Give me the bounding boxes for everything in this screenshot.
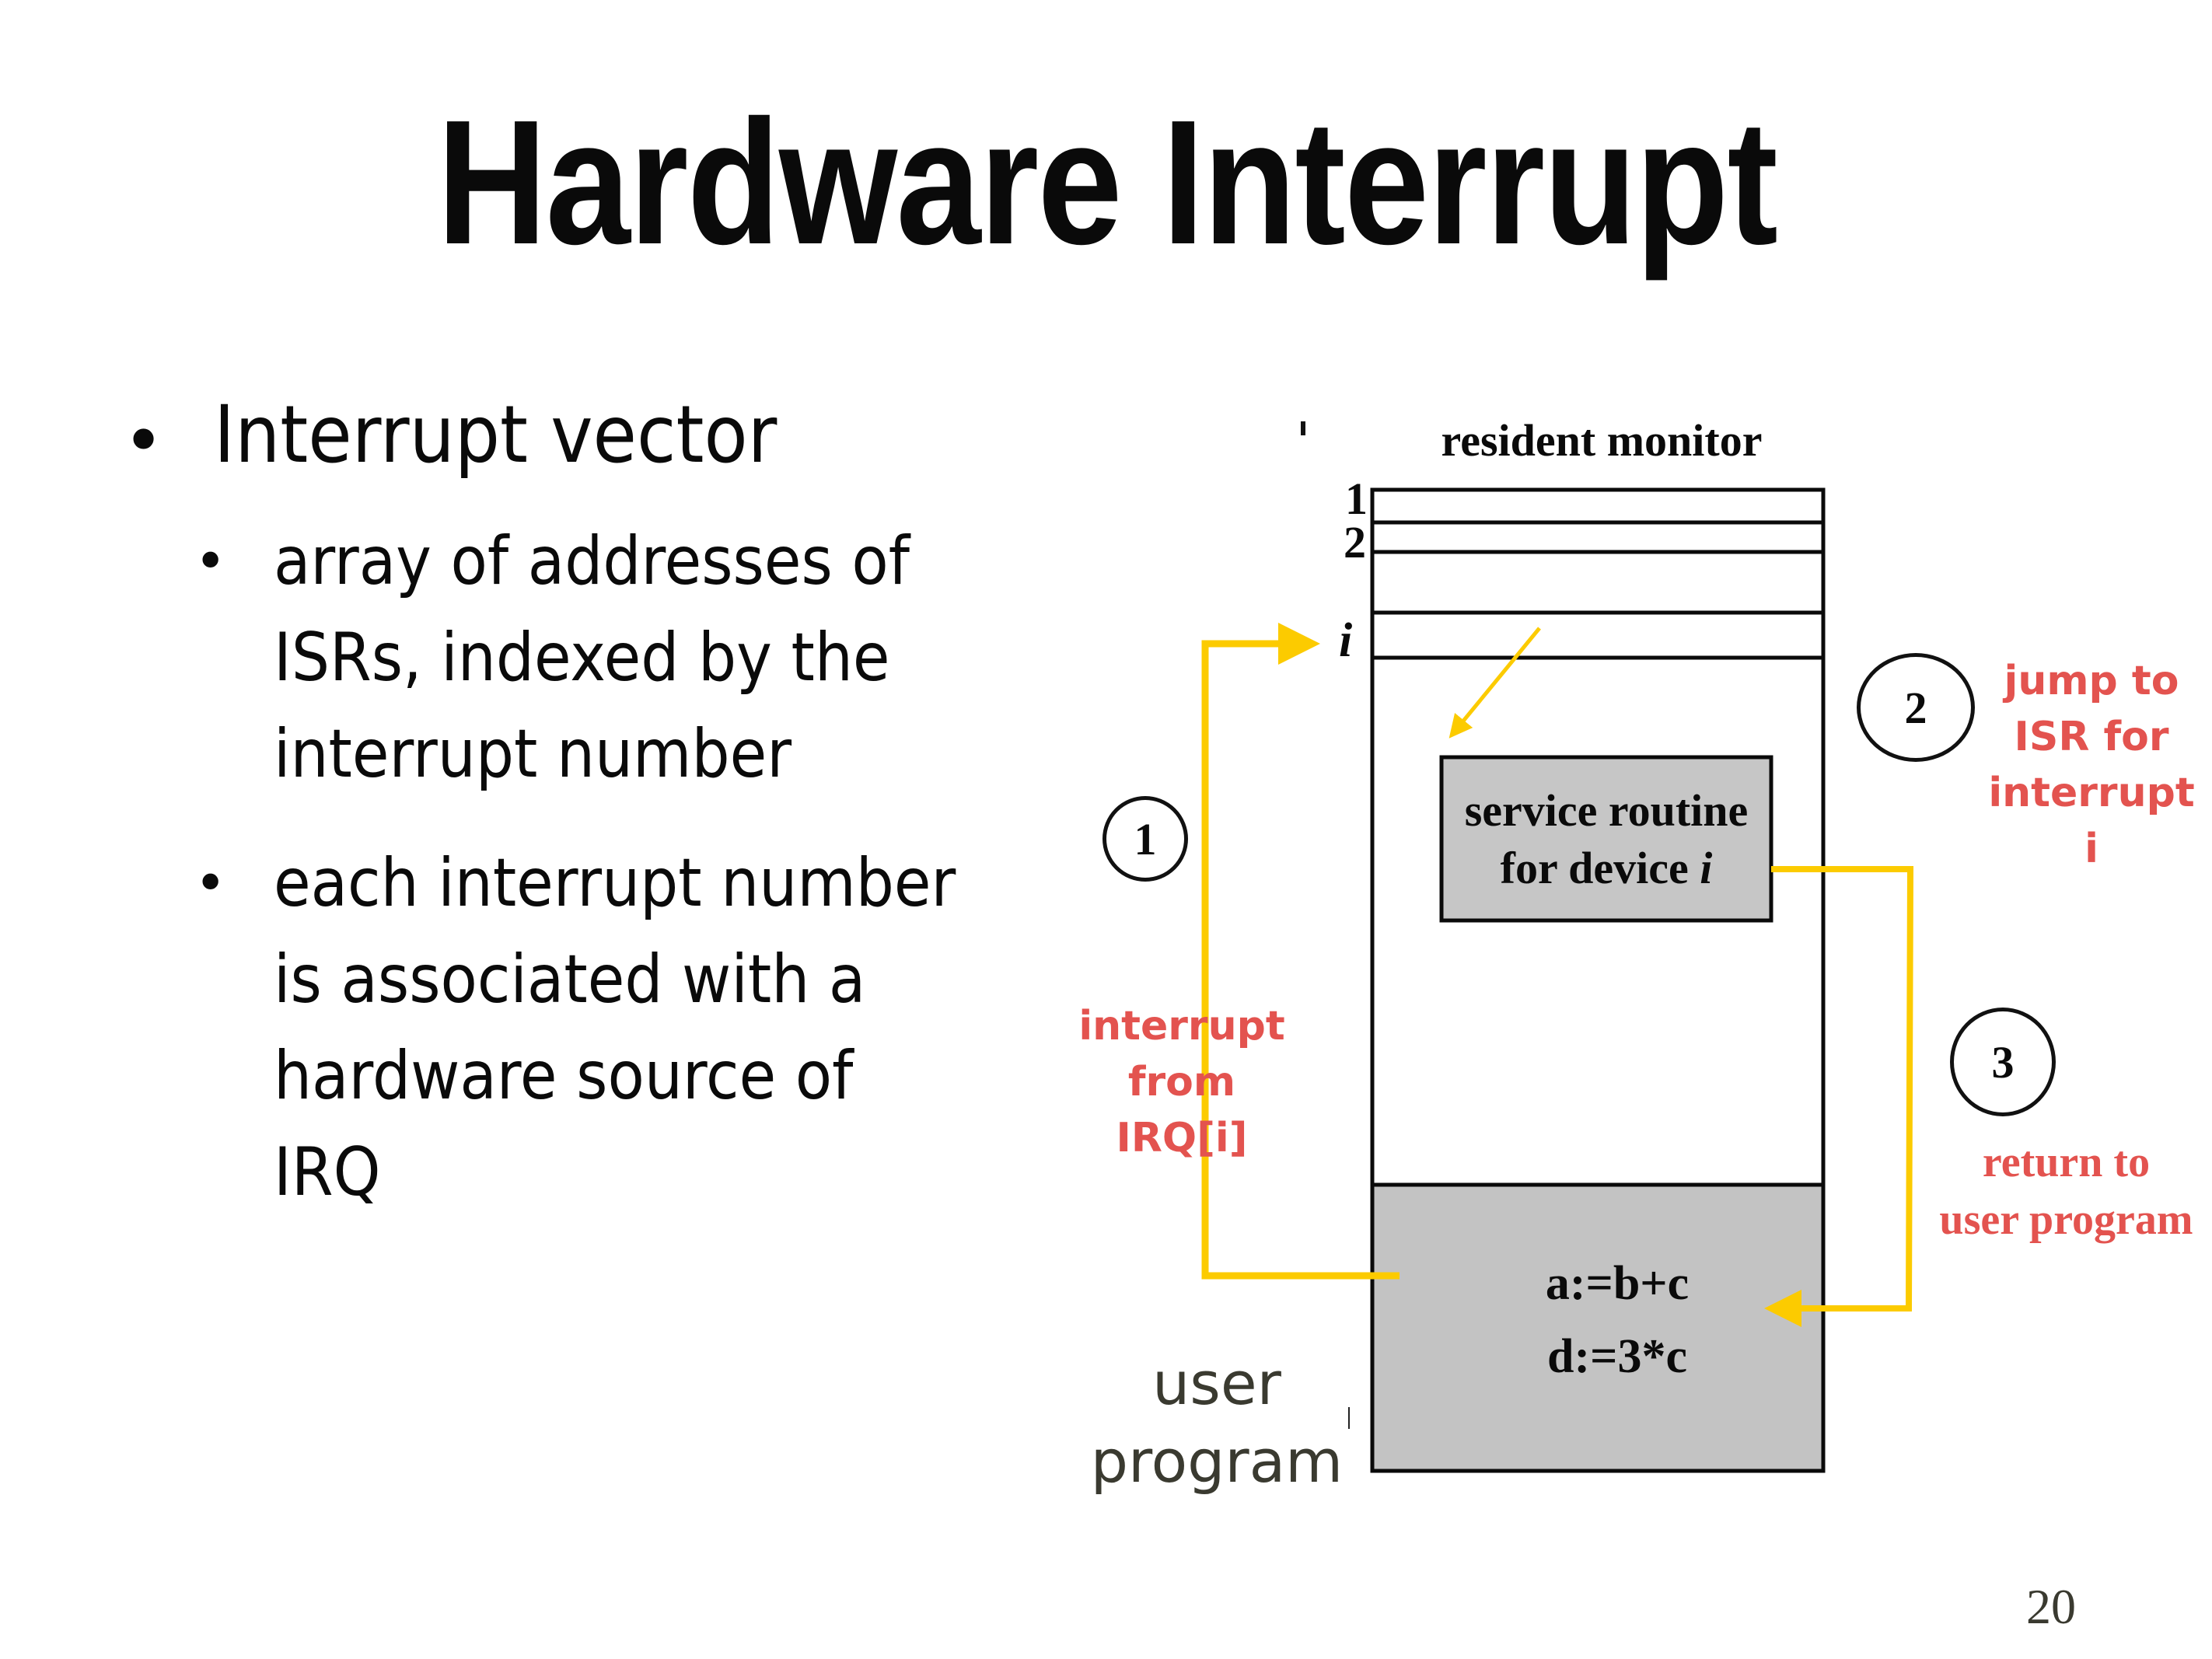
service-routine-line: service routine <box>1464 785 1749 836</box>
jump-to-isr-arrow <box>1448 627 1541 739</box>
bullet-level2: • array of addresses of ISRs, indexed by… <box>117 513 1050 802</box>
caption-line: from <box>1127 1059 1236 1105</box>
vector-index-label: 2 <box>1344 517 1366 568</box>
bullet-dot-icon: • <box>123 400 165 482</box>
resident-monitor-label: resident monitor <box>1441 415 1763 466</box>
code-line: a:=b+c <box>1545 1257 1690 1310</box>
caption-line: interrupt i <box>1988 770 2195 872</box>
bullet-line: IRQ <box>274 1133 381 1211</box>
user-program-line: program <box>1090 1427 1344 1496</box>
code-block: a:=b+c d:=3*c <box>1462 1247 1773 1393</box>
step-3-caption: return to user program <box>1920 1133 2212 1249</box>
caption-line: user program <box>1939 1196 2193 1244</box>
caption-line: interrupt <box>1078 1003 1285 1050</box>
caption-line: IRQ[i] <box>1116 1115 1248 1161</box>
user-program-line: user <box>1152 1349 1281 1418</box>
step-2-badge: 2 <box>1857 653 1975 762</box>
bullet-line: is associated with a <box>274 941 866 1018</box>
page-number: 20 <box>2026 1579 2076 1634</box>
step-3-badge: 3 <box>1950 1008 2056 1116</box>
service-routine-box <box>1439 755 1773 923</box>
bullet-list: • Interrupt vector • array of addresses … <box>117 389 1050 1253</box>
bullet-line: hardware source of <box>274 1037 854 1115</box>
vector-index-label: 1 <box>1345 473 1368 524</box>
slide-title: Hardware Interrupt <box>436 84 1778 281</box>
return-arrow-path <box>1764 866 1914 1327</box>
step-1-caption: interrupt from IRQ[i] <box>1073 998 1291 1166</box>
interrupt-arrow-path <box>1201 623 1400 1280</box>
bullet-text: Interrupt vector <box>214 389 778 481</box>
bullet-level2: • each interrupt number is associated wi… <box>117 835 1050 1221</box>
vector-index-label: i <box>1339 614 1353 667</box>
service-routine-line: for device i <box>1441 840 1771 897</box>
caption-line: return to <box>1982 1138 2151 1186</box>
step-1-badge: 1 <box>1103 796 1188 882</box>
caption-line: ISR for <box>2014 714 2169 760</box>
service-routine-text: for device <box>1500 843 1700 893</box>
bullet-line: interrupt number <box>274 715 792 793</box>
bullet-line: ISRs, indexed by the <box>274 619 890 697</box>
user-program-label: user program <box>1085 1345 1349 1500</box>
bullet-line: array of addresses of <box>274 522 910 600</box>
user-program-region <box>1370 1182 1826 1473</box>
bullet-dot-icon: • <box>194 851 227 915</box>
code-line: d:=3*c <box>1547 1330 1687 1383</box>
stray-mark <box>1301 421 1305 435</box>
bullet-level1: • Interrupt vector <box>117 389 1050 482</box>
bullet-line: each interrupt number <box>274 844 956 922</box>
caption-line: jump to <box>2004 658 2179 704</box>
bullet-dot-icon: • <box>194 529 227 593</box>
step-2-caption: jump to ISR for interrupt i <box>1975 653 2208 877</box>
service-routine-label: service routine for device i <box>1441 782 1771 897</box>
service-routine-var: i <box>1700 843 1713 893</box>
